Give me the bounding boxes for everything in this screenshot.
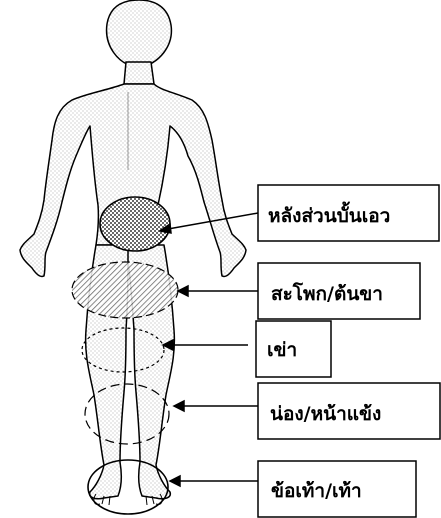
label-lower-back: หลังส่วนบั้นเอว: [258, 185, 439, 241]
hip-thigh-region: [72, 262, 178, 318]
head: [107, 0, 172, 68]
label-hip-thigh-text: สะโพก/ต้นขา: [271, 282, 383, 305]
label-lower-back-text: หลังส่วนบั้นเอว: [268, 201, 390, 227]
label-calf-shin: น่อง/หน้าแข้ง: [258, 383, 440, 439]
label-knee-text: เข่า: [267, 339, 297, 361]
lower-back-region: [100, 197, 170, 251]
label-knee: เข่า: [256, 321, 331, 377]
label-calf-shin-text: น่อง/หน้าแข้ง: [270, 403, 381, 425]
label-hip-thigh: สะโพก/ต้นขา: [258, 263, 420, 319]
label-ankle-foot: ข้อเท้า/เท้า: [258, 461, 416, 517]
label-ankle-foot-text: ข้อเท้า/เท้า: [271, 480, 362, 502]
neck: [124, 62, 154, 84]
